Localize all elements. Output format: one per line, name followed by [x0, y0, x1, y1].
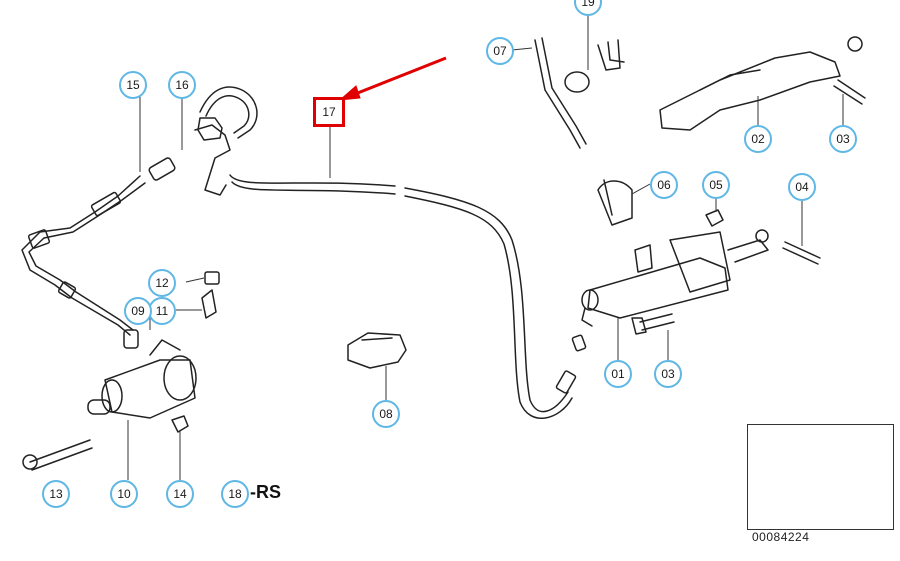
part-callout-13[interactable]: 13 [42, 480, 70, 508]
part-callout-14[interactable]: 14 [166, 480, 194, 508]
hose-line-right-outer [404, 187, 569, 413]
part-callout-09[interactable]: 09 [124, 297, 152, 325]
part-callout-03-top[interactable]: 03 [829, 125, 857, 153]
part-callout-04[interactable]: 04 [788, 173, 816, 201]
hose-line-right-inner [404, 195, 573, 419]
part-callout-15[interactable]: 15 [119, 71, 147, 99]
part-callout-18[interactable]: 18 [221, 480, 249, 508]
rs-suffix-label: -RS [250, 482, 281, 502]
highlight-arrow [338, 56, 447, 101]
part-callout-16[interactable]: 16 [168, 71, 196, 99]
part-callout-07[interactable]: 07 [486, 37, 514, 65]
part-callout-03-bottom[interactable]: 03 [654, 360, 682, 388]
part-callout-11[interactable]: 11 [148, 297, 176, 325]
part-callout-05[interactable]: 05 [702, 171, 730, 199]
diagram-id: 00084224 [752, 530, 810, 544]
hose-line-inner [231, 181, 396, 195]
part-callout-08[interactable]: 08 [372, 400, 400, 428]
part-callout-01[interactable]: 01 [604, 360, 632, 388]
part-callout-02[interactable]: 02 [744, 125, 772, 153]
hose-line-outer [229, 174, 396, 187]
part-callout-12[interactable]: 12 [148, 269, 176, 297]
part-callout-06[interactable]: 06 [650, 171, 678, 199]
part-callout-17-highlighted[interactable]: 17 [313, 97, 345, 127]
vehicle-locator-frame [747, 424, 894, 530]
part-callout-10[interactable]: 10 [110, 480, 138, 508]
